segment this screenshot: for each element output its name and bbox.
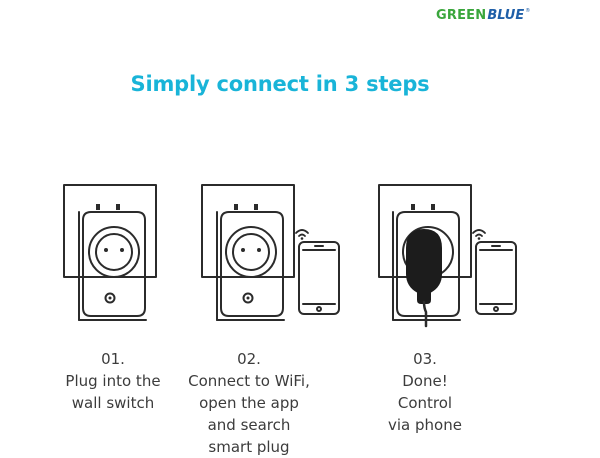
socket-holes-icon bbox=[96, 204, 120, 210]
socket-holes-icon bbox=[234, 204, 258, 210]
step-2-caption: 02. Connect to WiFi, open the app and se… bbox=[164, 348, 334, 458]
step-3-line-3: via phone bbox=[388, 416, 462, 434]
page-title: Simply connect in 3 steps bbox=[130, 72, 430, 96]
brand-logo: GREEN BLUE ® bbox=[436, 6, 530, 24]
step-2-line-2: open the app bbox=[199, 394, 299, 412]
logo-registered-mark: ® bbox=[525, 8, 531, 14]
wifi-icon bbox=[295, 229, 309, 240]
step-3-caption: 03. Done! Control via phone bbox=[340, 348, 510, 436]
smart-plug-icon bbox=[78, 211, 147, 321]
socket-holes-icon bbox=[411, 204, 435, 210]
step-3-line-1: Done! bbox=[402, 372, 448, 390]
step1-illustration bbox=[63, 184, 157, 321]
step-2-number: 02. bbox=[237, 350, 261, 368]
step-1-line-2: wall switch bbox=[71, 394, 155, 412]
logo-text-green: GREEN bbox=[436, 7, 487, 23]
step2-illustration bbox=[201, 184, 340, 321]
wifi-icon bbox=[472, 229, 486, 240]
smart-plug-icon bbox=[216, 211, 285, 321]
step-3-number: 03. bbox=[413, 350, 437, 368]
smartphone-icon bbox=[298, 241, 340, 315]
steps-illustration bbox=[63, 184, 517, 328]
step-2-line-3: and search bbox=[207, 416, 291, 434]
logo-text-blue: BLUE bbox=[487, 7, 525, 23]
step-1-caption: 01. Plug into the wall switch bbox=[28, 348, 198, 414]
step-1-number: 01. bbox=[101, 350, 125, 368]
power-plug-icon bbox=[406, 229, 442, 328]
smartphone-icon bbox=[475, 241, 517, 315]
step-2-line-4: smart plug bbox=[208, 438, 290, 456]
wall-socket-icon bbox=[63, 184, 157, 278]
step-1-line-1: Plug into the bbox=[65, 372, 161, 390]
wall-socket-icon bbox=[201, 184, 295, 278]
step-2-line-1: Connect to WiFi, bbox=[188, 372, 310, 390]
step3-illustration bbox=[378, 184, 517, 328]
step-3-line-2: Control bbox=[397, 394, 453, 412]
